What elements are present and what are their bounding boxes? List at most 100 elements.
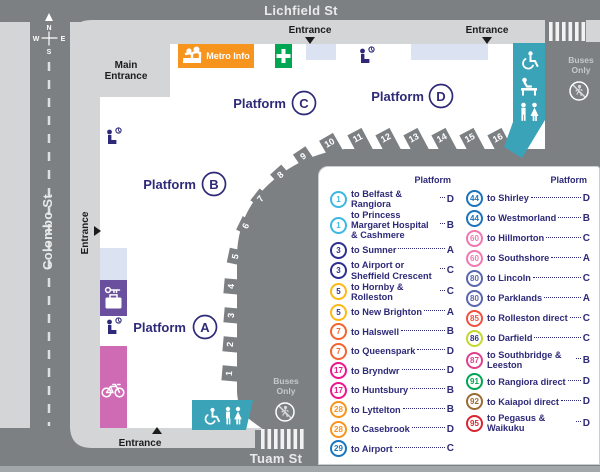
no-pedestrians-icon xyxy=(275,402,295,422)
route-destination: to Shirley xyxy=(487,193,529,204)
legend-route-row: 3 to Airport or Sheffield Crescent C xyxy=(330,260,454,281)
route-platform-letter: C xyxy=(446,286,454,298)
toilets-icon xyxy=(521,102,539,121)
doorway-block-left xyxy=(100,248,127,280)
dotted-leader xyxy=(546,236,581,238)
dotted-leader xyxy=(534,336,581,338)
svg-text:16: 16 xyxy=(491,131,505,145)
svg-text:5: 5 xyxy=(230,253,241,260)
route-platform-letter: B xyxy=(582,213,590,224)
legend-route-row: 91 to Rangiora direct D xyxy=(466,373,590,391)
bay-6: 6 xyxy=(236,216,268,242)
dotted-leader xyxy=(439,197,445,199)
legend-route-row: 3 to Sumner A xyxy=(330,241,454,259)
platform-c-label: Platform C xyxy=(233,90,317,116)
legend-column-left: Platform 1 to Belfast & Rangiora D 1 to … xyxy=(330,172,454,460)
svg-text:D: D xyxy=(436,89,445,104)
waiting-area-icon xyxy=(107,317,122,334)
legend-route-row: 87 to Southbridge & Leeston B xyxy=(466,350,590,370)
main-entrance-label-1: Main xyxy=(115,60,138,71)
doorway-block-top-1 xyxy=(306,44,336,60)
svg-text:Platform: Platform xyxy=(371,89,424,104)
route-number-badge: 87 xyxy=(466,351,483,369)
legend-route-row: 17 to Bryndwr D xyxy=(330,362,454,380)
svg-text:C: C xyxy=(299,96,309,111)
main-entrance-label-2: Entrance xyxy=(105,71,148,82)
route-platform-letter: D xyxy=(446,365,454,377)
route-platform-letter: C xyxy=(582,313,590,324)
bay-12: 12 xyxy=(375,127,403,161)
legend-route-row: 5 to New Brighton A xyxy=(330,303,454,321)
route-number-badge: 91 xyxy=(466,373,483,391)
route-destination: to Hornby & Rolleston xyxy=(351,281,404,302)
svg-text:Platform: Platform xyxy=(143,177,196,192)
route-destination: to Parklands xyxy=(487,293,543,304)
route-destination: to Queenspark xyxy=(351,346,416,357)
street-lichfield: Lichfield St xyxy=(264,3,338,18)
entrance-arrow-down-2 xyxy=(482,37,492,44)
dotted-leader xyxy=(558,216,581,218)
legend-route-row: 44 to Westmorland B xyxy=(466,210,590,227)
route-platform-letter: C xyxy=(582,333,590,344)
svg-text:8: 8 xyxy=(275,169,285,180)
bay-16: 16 xyxy=(487,127,515,161)
route-number-badge: 1 xyxy=(330,190,347,208)
route-platform-letter: A xyxy=(582,253,590,264)
svg-text:B: B xyxy=(209,177,218,192)
svg-text:Platform: Platform xyxy=(233,96,286,111)
dotted-leader xyxy=(560,399,581,401)
dotted-leader xyxy=(394,446,445,448)
route-number-badge: 86 xyxy=(466,330,483,347)
legend-route-row: 60 to Hillmorton C xyxy=(466,230,590,247)
svg-text:9: 9 xyxy=(298,151,308,162)
info-desk-icon xyxy=(183,46,202,63)
svg-text:3: 3 xyxy=(226,312,236,318)
route-destination: to Kaiapoi direct xyxy=(487,396,559,407)
terminal-building xyxy=(100,44,545,428)
platform-a-label: Platform A xyxy=(133,314,218,340)
legend-route-row: 7 to Halswell B xyxy=(330,323,454,341)
route-number-badge: 95 xyxy=(466,414,483,432)
dotted-leader xyxy=(575,421,581,423)
legend-route-row: 29 to Airport C xyxy=(330,440,454,458)
route-platform-letter: C xyxy=(582,273,590,284)
route-number-badge: 17 xyxy=(330,381,347,399)
tuam-south-sidewalk xyxy=(0,466,600,472)
entrance-label-top-2: Entrance xyxy=(466,25,509,36)
svg-text:Platform: Platform xyxy=(133,320,186,335)
route-destination: to Belfast & Rangiora xyxy=(351,189,403,210)
route-destination: to Airport xyxy=(351,443,393,454)
route-number-badge: 7 xyxy=(330,342,347,360)
doorway-block-top-2 xyxy=(411,44,488,60)
legend-route-row: 17 to Huntsbury B xyxy=(330,381,454,399)
legend-route-row: 28 to Casebrook D xyxy=(330,420,454,438)
bay-15: 15 xyxy=(459,127,487,161)
route-number-badge: 28 xyxy=(330,401,347,419)
bay-9: 9 xyxy=(292,146,322,178)
route-destination: to Southbridge & Leeston xyxy=(487,350,562,371)
route-number-badge: 7 xyxy=(330,323,347,341)
dotted-leader xyxy=(575,358,581,360)
legend-route-row: 28 to Lyttelton B xyxy=(330,401,454,419)
svg-text:Only: Only xyxy=(277,386,296,396)
route-destination: to Bryndwr xyxy=(351,365,400,376)
route-destination: to Casebrook xyxy=(351,424,410,435)
legend-route-row: 5 to Hornby & Rolleston C xyxy=(330,281,454,302)
bay-5: 5 xyxy=(226,247,258,269)
west-sidewalk xyxy=(0,22,30,428)
svg-text:13: 13 xyxy=(407,131,421,145)
route-platform-letter: D xyxy=(582,417,590,429)
legend-route-row: 7 to Queenspark D xyxy=(330,342,454,360)
wheelchair-icon xyxy=(204,407,220,425)
bay-13: 13 xyxy=(403,127,431,161)
route-number-badge: 3 xyxy=(330,241,347,259)
svg-text:15: 15 xyxy=(463,131,477,145)
route-platform-letter: B xyxy=(446,384,454,396)
route-platform-letter: B xyxy=(446,404,454,416)
crosswalk-tuam xyxy=(261,429,304,449)
route-destination: to Pegasus & Waikuku xyxy=(487,413,546,434)
svg-text:14: 14 xyxy=(435,131,449,145)
route-destination: to Hillmorton xyxy=(487,233,545,244)
bay-14: 14 xyxy=(431,127,459,161)
